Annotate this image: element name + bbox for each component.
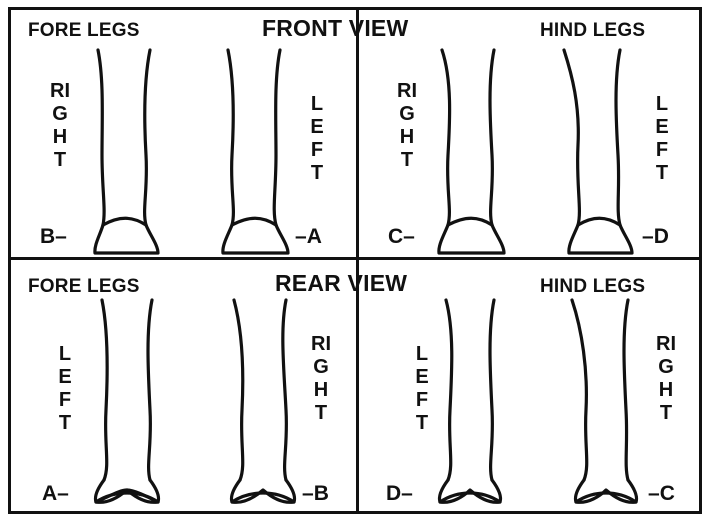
front-leg-3-side: RIGHT — [397, 80, 417, 172]
rear-leg-3-side: LEFT — [412, 343, 432, 435]
rear-leg-3-marker: D– — [386, 482, 413, 506]
rear-hind-legs-header: HIND LEGS — [540, 276, 645, 298]
front-hind-right-leg — [430, 50, 520, 258]
rear-fore-right-leg — [226, 300, 316, 510]
front-leg-3-marker: C– — [388, 225, 415, 249]
front-leg-4-side: LEFT — [652, 93, 672, 185]
front-vertical-divider — [356, 7, 359, 257]
rear-hind-left-leg — [432, 300, 522, 510]
rear-leg-4-side: RIGHT — [656, 333, 676, 425]
rear-leg-1-side: LEFT — [55, 343, 75, 435]
front-leg-1-side: RIGHT — [50, 80, 70, 172]
front-hind-legs-header: HIND LEGS — [540, 20, 645, 42]
front-fore-left-leg — [214, 50, 304, 258]
front-hind-left-leg — [558, 50, 648, 258]
rear-leg-1-marker: A– — [42, 482, 69, 506]
front-leg-2-side: LEFT — [307, 93, 327, 185]
rear-fore-left-leg — [90, 300, 180, 510]
front-fore-legs-header: FORE LEGS — [28, 20, 140, 42]
front-leg-1-marker: B– — [40, 225, 67, 249]
front-fore-right-leg — [84, 50, 174, 258]
rear-fore-legs-header: FORE LEGS — [28, 276, 140, 298]
rear-hind-right-leg — [568, 300, 658, 510]
front-view-title: FRONT VIEW — [262, 15, 408, 42]
rear-view-title: REAR VIEW — [275, 270, 407, 297]
rear-vertical-divider — [356, 260, 359, 514]
